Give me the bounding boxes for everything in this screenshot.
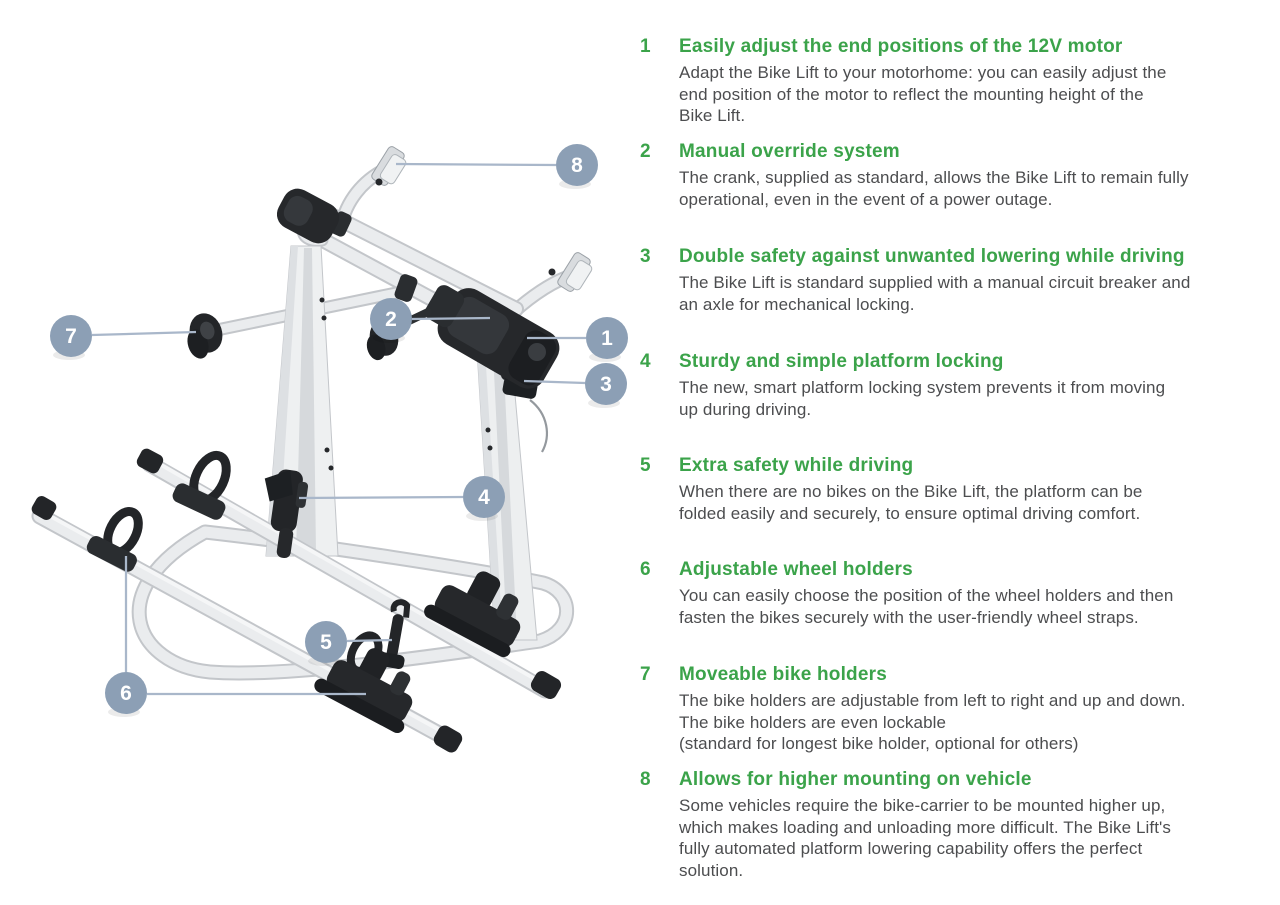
feature-body: The crank, supplied as standard, allows …: [679, 168, 1189, 209]
callout-1: 1: [586, 317, 628, 362]
feature-number: 2: [640, 141, 651, 162]
svg-text:6: 6: [120, 682, 132, 705]
feature-body: Adapt the Bike Lift to your motorhome: y…: [679, 63, 1167, 126]
callout-5: 5: [305, 621, 347, 666]
leader-line-8: [395, 162, 557, 167]
feature-title: Allows for higher mounting on vehicle: [679, 769, 1032, 790]
feature-title: Sturdy and simple platform locking: [679, 351, 1004, 372]
wheel-holder-rear: [424, 571, 521, 658]
feature-title: Easily adjust the end positions of the 1…: [679, 36, 1123, 57]
leader-lines: [91, 162, 586, 696]
svg-text:2: 2: [385, 308, 397, 331]
feature-item-7: 7 Moveable bike holders The bike holders…: [640, 663, 1232, 755]
latch-wire: [529, 399, 549, 453]
bracket-bolt: [375, 178, 383, 186]
rail-end-cap: [31, 496, 57, 520]
svg-text:1: 1: [601, 327, 613, 350]
platform-lock-latch: [264, 469, 309, 559]
feature-item-2: 2 Manual override system The crank, supp…: [640, 140, 1232, 210]
callout-7: 7: [50, 315, 92, 360]
callout-8: 8: [556, 144, 598, 189]
svg-text:3: 3: [600, 373, 612, 396]
feature-number: 6: [640, 559, 651, 580]
feature-number: 8: [640, 769, 651, 790]
feature-number: 1: [640, 36, 651, 57]
rail-end-cap: [433, 725, 463, 753]
feature-item-4: 4 Sturdy and simple platform locking The…: [640, 350, 1232, 420]
feature-number: 3: [640, 246, 651, 267]
callout-2: 2: [370, 298, 412, 343]
feature-title: Manual override system: [679, 141, 900, 162]
arm-clamp: [394, 274, 418, 302]
feature-title: Adjustable wheel holders: [679, 559, 913, 580]
callout-6: 6: [105, 672, 147, 717]
leader-line-4: [298, 495, 464, 500]
beam-clamp: [424, 285, 465, 328]
beam-end-cap: [276, 188, 340, 244]
feature-body: The Bike Lift is standard supplied with …: [679, 273, 1191, 314]
rail-end-cap: [136, 448, 164, 474]
feature-body: The new, smart platform locking system p…: [679, 378, 1166, 419]
feature-title: Moveable bike holders: [679, 664, 887, 685]
feature-body: When there are no bikes on the Bike Lift…: [679, 482, 1143, 523]
leader-line-3: [523, 379, 586, 385]
feature-item-1: 1 Easily adjust the end positions of the…: [640, 35, 1232, 127]
feature-item-3: 3 Double safety against unwanted lowerin…: [640, 245, 1232, 315]
leader-line-7: [91, 330, 197, 337]
rail-end-cap: [530, 671, 562, 699]
feature-body: You can easily choose the position of th…: [679, 586, 1174, 627]
feature-item-6: 6 Adjustable wheel holders You can easil…: [640, 558, 1232, 628]
feature-number: 4: [640, 351, 651, 372]
bike-holder-knob-left: [187, 313, 223, 359]
svg-text:7: 7: [65, 325, 77, 348]
feature-number: 7: [640, 664, 651, 685]
svg-text:5: 5: [320, 631, 332, 654]
callout-4: 4: [463, 476, 505, 521]
svg-text:4: 4: [478, 486, 490, 509]
feature-item-8: 8 Allows for higher mounting on vehicle …: [640, 768, 1232, 882]
feature-number: 5: [640, 455, 651, 476]
leader-line-2: [411, 316, 491, 321]
motor-end-boss: [528, 343, 546, 361]
bracket-bolt: [548, 268, 556, 276]
feature-title: Double safety against unwanted lowering …: [679, 246, 1185, 267]
feature-body: The bike holders are adjustable from lef…: [679, 691, 1186, 754]
feature-body: Some vehicles require the bike-carrier t…: [679, 796, 1172, 881]
feature-title: Extra safety while driving: [679, 455, 914, 476]
wheel-strap-front: [86, 507, 143, 572]
callout-3: 3: [585, 363, 627, 408]
bike-lift-illustration: 1 2 3 4 5 6 7: [31, 144, 628, 753]
feature-item-5: 5 Extra safety while driving When there …: [640, 454, 1232, 524]
leader-line-5: [346, 638, 393, 643]
mounting-bracket-right: [557, 252, 593, 292]
wheel-strap-rear: [172, 450, 231, 520]
wheel-holder-front: [314, 631, 413, 734]
svg-text:8: 8: [571, 154, 583, 177]
